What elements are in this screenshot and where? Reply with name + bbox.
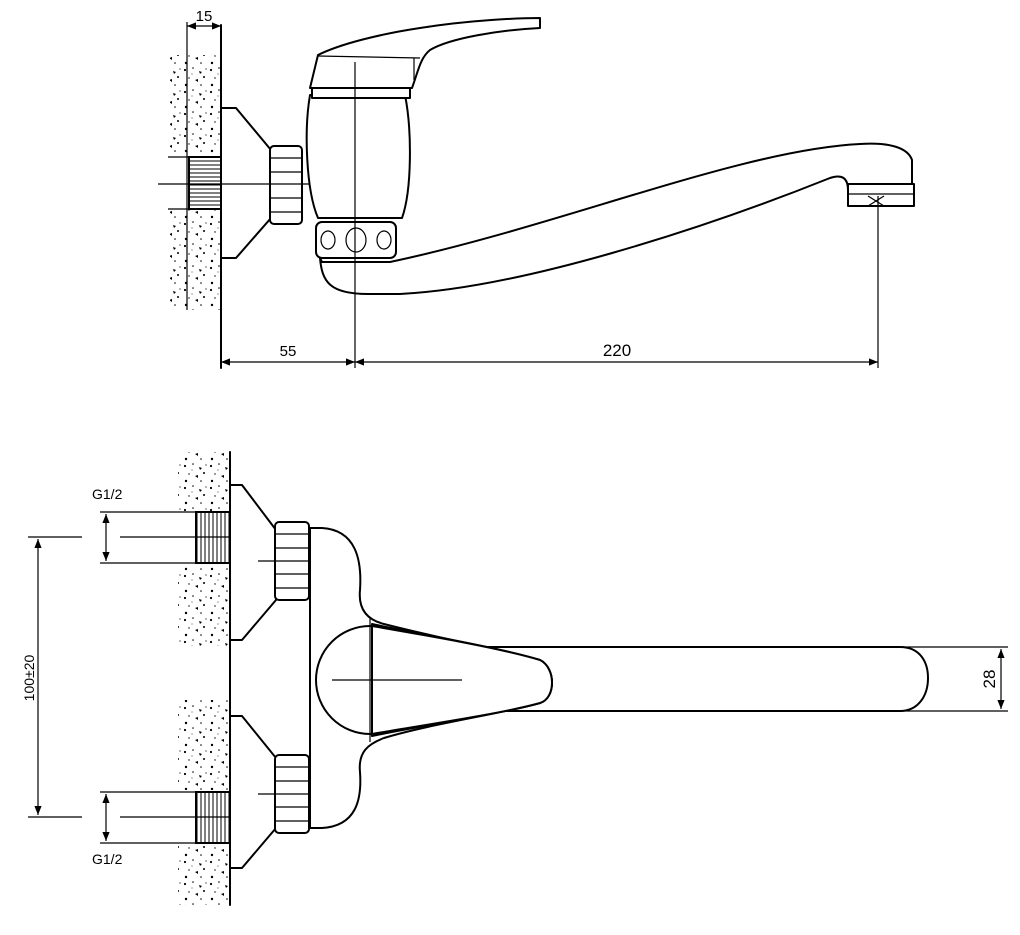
- wall-section-upper: [170, 55, 221, 155]
- spout: [319, 142, 913, 295]
- wall-section-lower: [170, 210, 221, 310]
- upper-escutcheon: [229, 484, 277, 641]
- plan-view: G1/2 G1/2 100±20 28: [21, 451, 1008, 906]
- lever-handle: [309, 17, 541, 89]
- wall-lower-a: [178, 700, 230, 790]
- escutcheon: [220, 107, 272, 259]
- hex-nut: [269, 145, 303, 225]
- aerator: [847, 183, 915, 207]
- dim-spout-width: 28: [980, 670, 999, 689]
- dim-wall-thickness: 15: [196, 8, 213, 25]
- dim-wall-to-body: 55: [280, 343, 297, 360]
- swivel-ring: [315, 221, 397, 259]
- lower-thread-label: G1/2: [92, 851, 123, 867]
- mixer-body: [305, 94, 411, 219]
- lower-escutcheon: [229, 715, 277, 869]
- wall-thread: [188, 156, 222, 210]
- dim-inlet-spacing: 100±20: [21, 654, 37, 701]
- wall-upper-b: [178, 566, 230, 646]
- wall-upper-a: [178, 452, 230, 512]
- side-view: 15 55 220: [158, 8, 915, 369]
- wall-lower-b: [178, 845, 230, 905]
- upper-thread-label: G1/2: [92, 486, 123, 502]
- dim-spout-reach: 220: [603, 341, 631, 360]
